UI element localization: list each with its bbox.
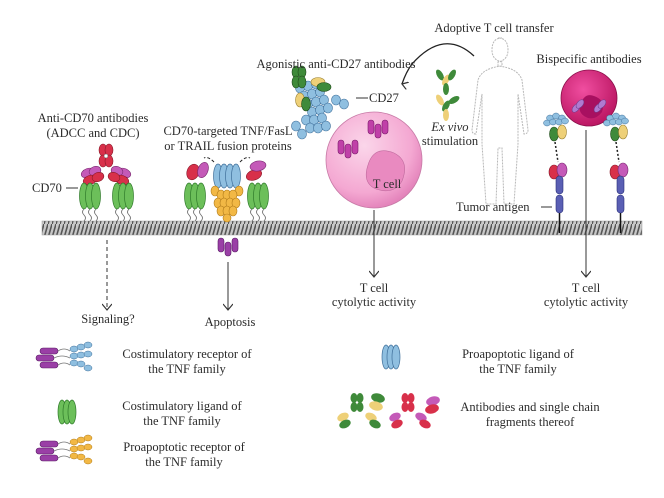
cd27-outcome-line2: cytolytic activity <box>331 295 417 309</box>
tumor-antigen-label: Tumor antigen <box>456 200 530 214</box>
legend-icon-proapoptotic-receptor <box>35 434 93 465</box>
bispecific-antibody-right <box>603 112 629 180</box>
bispecific-outcome-line2: cytolytic activity <box>543 295 629 309</box>
t-cell-label: T cell <box>372 177 402 191</box>
stimulation-label: stimulation <box>421 134 479 148</box>
cd70-ligand-right <box>112 182 134 222</box>
anti-cd27-antibody <box>291 65 332 112</box>
cd27-intracellular-domains <box>337 119 389 159</box>
cd27-outcome-line1: T cell <box>359 281 389 295</box>
ex-vivo-label: Ex vivo <box>431 120 469 134</box>
ex-vivo-antibodies <box>436 69 460 121</box>
anti-cd27-group <box>291 65 423 277</box>
ex-vivo-curved-arrow <box>402 43 475 84</box>
cd70-ligand-fusion-right <box>245 160 269 222</box>
anti-cd70-subtitle: (ADCC and CDC) <box>46 126 140 140</box>
legend-icon-costimulatory-ligand <box>57 399 77 425</box>
proapoptotic-ligand-receptor-complex <box>203 157 251 257</box>
fusion-proteins-subtitle: or TRAIL fusion proteins <box>164 139 292 153</box>
legend-item-antibody-fragments-line2: fragments thereof <box>485 415 575 429</box>
legend-item-costimulatory-ligand-line2: the TNF family <box>143 414 221 428</box>
fusion-protein-group <box>184 157 269 311</box>
tumor-antigen-right <box>616 175 625 233</box>
adoptive-transfer-group <box>402 37 529 205</box>
bispecific-outcome-line1: T cell <box>571 281 601 295</box>
legend-item-costimulatory-receptor-line2: the TNF family <box>148 362 226 376</box>
bispecific-group <box>541 69 629 277</box>
legend-item-proapoptotic-ligand-line1: Proapoptotic ligand of <box>462 347 574 361</box>
cd27-label: CD27 <box>369 91 399 105</box>
human-silhouette <box>471 37 529 205</box>
fusion-proteins-title: CD70-targeted TNF/FasL <box>163 124 293 138</box>
apoptosis-label: Apoptosis <box>204 315 256 329</box>
tumor-antigen-left <box>555 175 564 233</box>
cd70-label: CD70 <box>32 181 62 195</box>
signaling-label: Signaling? <box>81 312 135 326</box>
anti-cd70-group <box>66 143 134 310</box>
legend-item-proapoptotic-receptor-line1: Proapoptotic receptor of <box>123 440 245 454</box>
adoptive-transfer-title: Adoptive T cell transfer <box>434 21 554 35</box>
bispecific-title: Bispecific antibodies <box>536 52 642 66</box>
cd27-receptors <box>291 78 349 140</box>
anti-cd70-antibody <box>80 143 132 186</box>
anti-cd70-title: Anti-CD70 antibodies <box>37 111 149 125</box>
legend-item-costimulatory-ligand-line1: Costimulatory ligand of <box>122 399 242 413</box>
legend-icon-proapoptotic-ligand <box>381 344 401 370</box>
legend-item-proapoptotic-receptor-line2: the TNF family <box>145 455 223 469</box>
legend-icon-antibody-fragments <box>337 393 440 429</box>
legend-icon-costimulatory-receptor <box>35 341 93 372</box>
legend-item-proapoptotic-ligand-line2: the TNF family <box>479 362 557 376</box>
t-cell-nucleus <box>365 150 405 192</box>
legend-item-costimulatory-receptor-line1: Costimulatory receptor of <box>122 347 252 361</box>
legend-item-antibody-fragments-line1: Antibodies and single chain <box>460 400 600 414</box>
cd70-ligand-left <box>79 182 101 222</box>
cd70-ligand-fusion-left <box>184 161 209 222</box>
anti-cd27-title: Agonistic anti-CD27 antibodies <box>256 57 416 71</box>
cell-membrane <box>41 220 643 236</box>
bispecific-antibody-left <box>543 112 569 180</box>
